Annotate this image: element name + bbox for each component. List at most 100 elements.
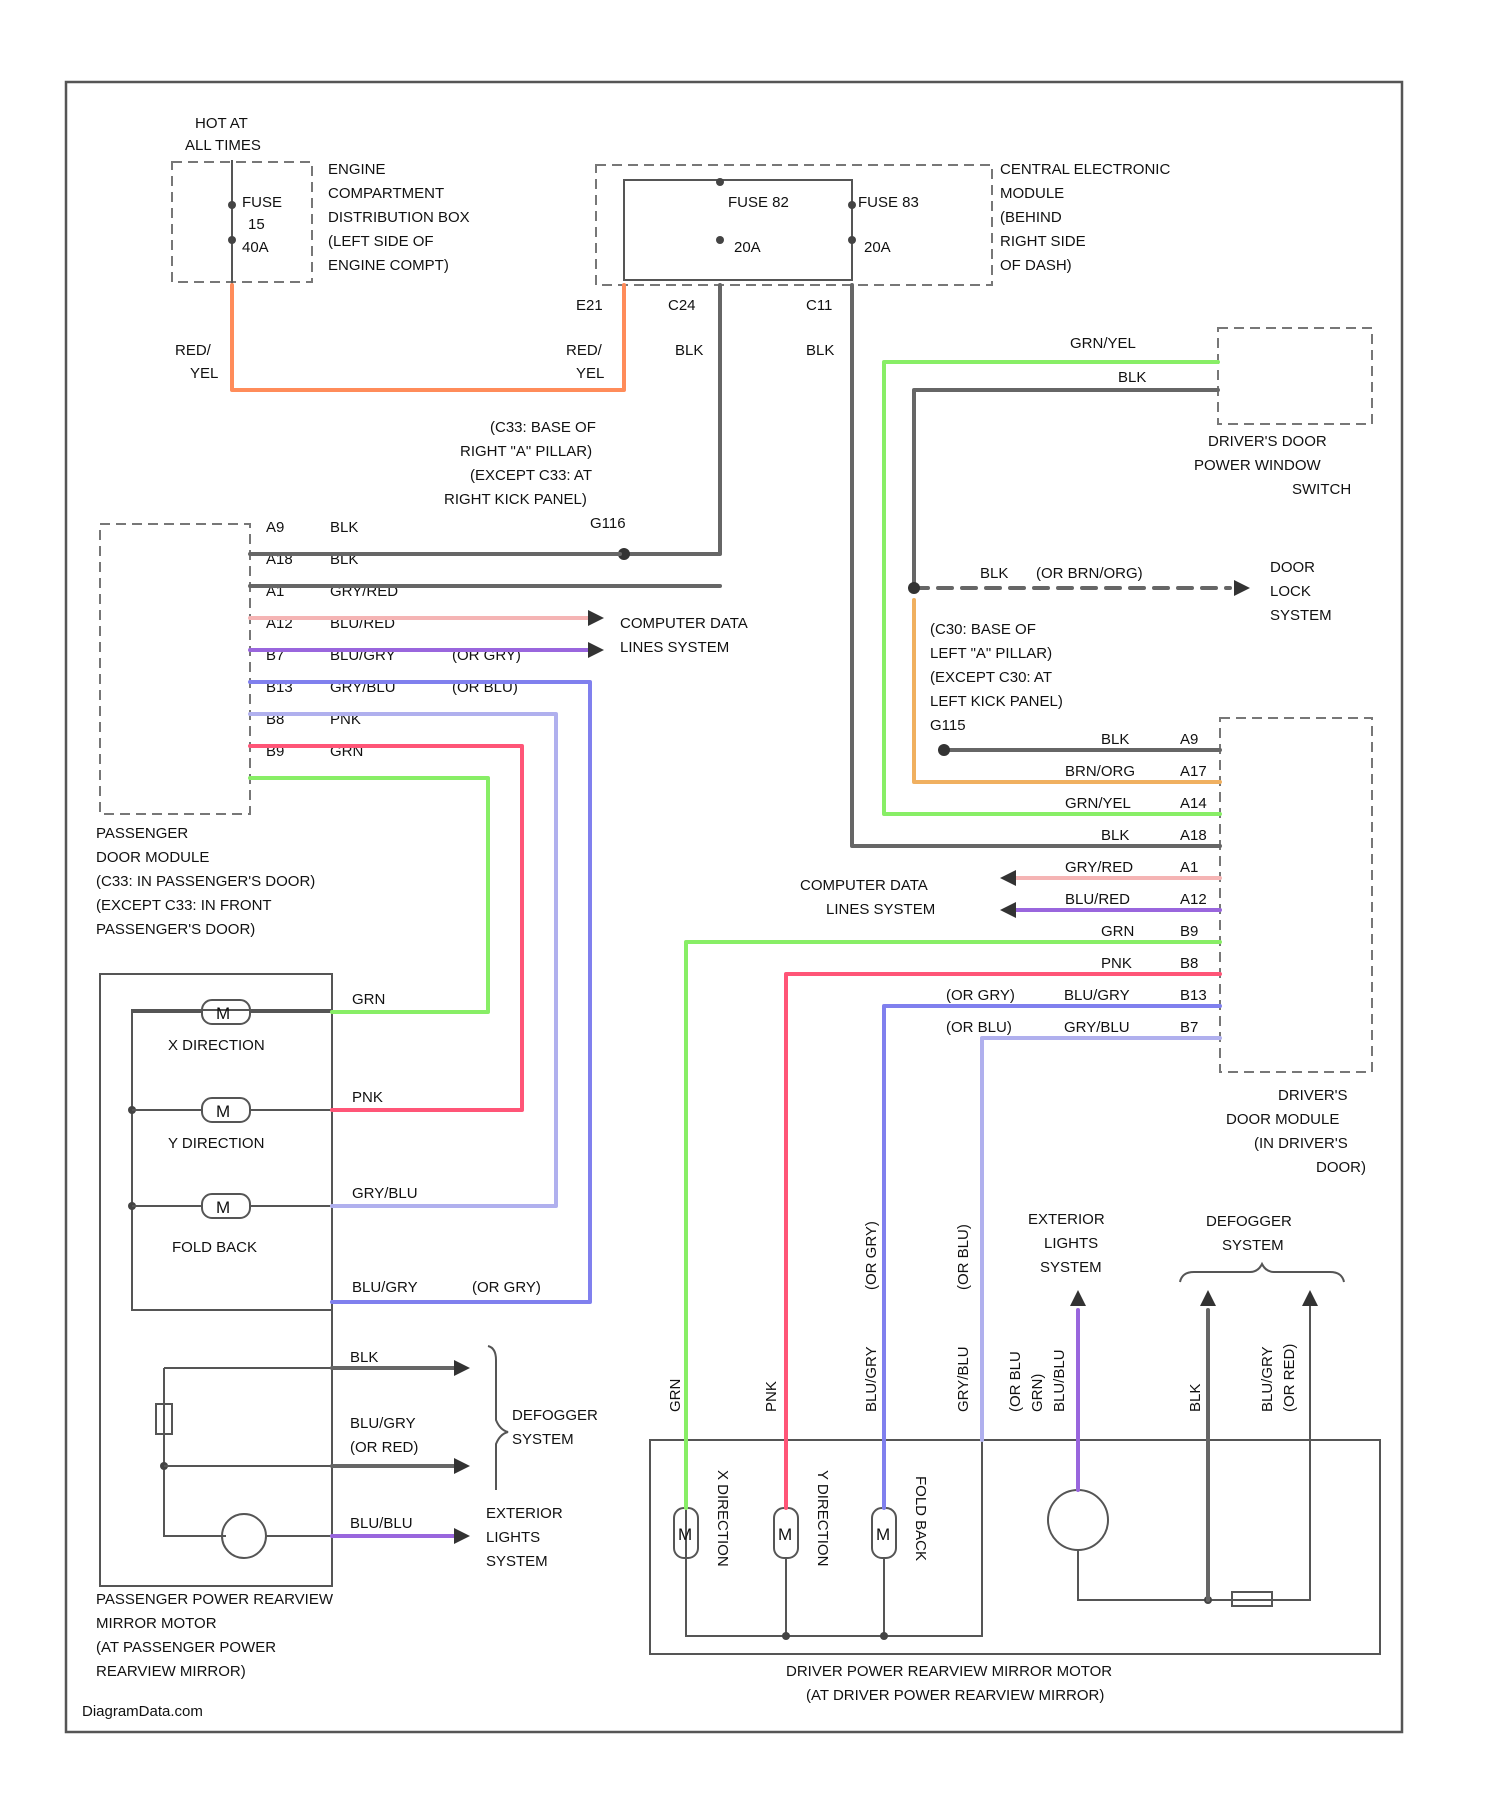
door-lock-line: LOCK: [1270, 583, 1311, 600]
or-blu-grn-label: BLU/BLU: [1051, 1349, 1068, 1412]
ddm-wire-label: GRY/RED: [1065, 859, 1133, 876]
fuse15-amp: 40A: [242, 239, 269, 256]
ddpws-line: DRIVER'S DOOR: [1208, 433, 1327, 450]
blu-gry-label: BLU/GRY: [350, 1415, 416, 1432]
cem-line: MODULE: [1000, 185, 1064, 202]
connector-e21: E21: [576, 297, 603, 314]
fold-back-label: FOLD BACK: [172, 1239, 257, 1256]
dpr-line: (AT DRIVER POWER REARVIEW MIRROR): [806, 1687, 1104, 1704]
blk-label: BLK: [1187, 1384, 1204, 1412]
gry-blu-label: GRY/BLU: [955, 1346, 972, 1412]
ddm-wire-label: BRN/ORG: [1065, 763, 1135, 780]
ppr-line: (AT PASSENGER POWER: [96, 1639, 276, 1656]
pnk-label: PNK: [763, 1381, 780, 1412]
ddm-wire-label: BLU/GRY: [1064, 987, 1130, 1004]
cem-line: (BEHIND: [1000, 209, 1062, 226]
or-blu-grn-label: GRN): [1029, 1374, 1046, 1412]
pnk-label: PNK: [352, 1089, 383, 1106]
pdm-line: PASSENGER: [96, 825, 188, 842]
pdm-line: (EXCEPT C33: IN FRONT: [96, 897, 272, 914]
ddm-pin: A14: [1180, 795, 1207, 812]
cdl-line: LINES SYSTEM: [620, 639, 729, 656]
x-dir-label-v: X DIRECTION: [714, 1470, 731, 1567]
grn-label: GRN: [352, 991, 385, 1008]
dpr-line: DRIVER POWER REARVIEW MIRROR MOTOR: [786, 1663, 1112, 1680]
or-brnorg-label: (OR BRN/ORG): [1036, 565, 1143, 582]
blk-label: BLK: [350, 1349, 378, 1366]
pdm-line: PASSENGER'S DOOR): [96, 921, 255, 938]
blu-gry-label: BLU/GRY: [352, 1279, 418, 1296]
c30-line: LEFT KICK PANEL): [930, 693, 1063, 710]
ddm-wire-alt: (OR BLU): [946, 1019, 1012, 1036]
cdl-arrow-pdm-1: [588, 610, 604, 626]
cdl-line: COMPUTER DATA: [800, 877, 928, 894]
c33-line: RIGHT KICK PANEL): [444, 491, 587, 508]
passenger-mirror-motors: M X DIRECTION M Y DIRECTION M FOLD BACK: [96, 974, 334, 1680]
blu-gry-label: BLU/GRY: [863, 1346, 880, 1412]
or-red-label: (OR RED): [350, 1439, 418, 1456]
motor-m: M: [876, 1525, 890, 1544]
motor-fold-back: M FOLD BACK: [128, 1194, 332, 1256]
wire-blk-c24: [620, 285, 720, 554]
fuse82-label: FUSE 82: [728, 194, 789, 211]
ddm-pin: A9: [1180, 731, 1198, 748]
fuse15-number: 15: [248, 216, 265, 233]
defog-arrow-3: [1200, 1290, 1216, 1306]
c30-line: G115: [930, 717, 966, 734]
cem-line: RIGHT SIDE: [1000, 233, 1086, 250]
ppr-line: PASSENGER POWER REARVIEW: [96, 1591, 334, 1608]
hot-at-label: HOT AT: [195, 115, 248, 132]
motor-x-direction-driver: M X DIRECTION: [674, 1470, 731, 1567]
defog-arrow-1: [454, 1360, 470, 1376]
wire-pdm-b7-blugry: [250, 682, 590, 1302]
drivers-door-module: DRIVER'S DOOR MODULE (IN DRIVER'S DOOR): [1220, 718, 1372, 1176]
pdm-wire-label: BLK: [330, 519, 358, 536]
ecdb-line: (LEFT SIDE OF: [328, 233, 434, 250]
central-electronic-module: FUSE 82 20A FUSE 83 20A CENTRAL ELECTRON…: [576, 161, 1170, 314]
wire-red-yel: [232, 285, 624, 390]
motor-m: M: [678, 1525, 692, 1544]
motor-y-direction: M Y DIRECTION: [128, 1098, 332, 1152]
ext-lights-line: SYSTEM: [486, 1553, 548, 1570]
x-dir-label: X DIRECTION: [168, 1037, 265, 1054]
ddm-pin: A18: [1180, 827, 1207, 844]
cem-line: OF DASH): [1000, 257, 1072, 274]
splice-door-lock: [908, 582, 920, 594]
pdm-line: DOOR MODULE: [96, 849, 209, 866]
ext-lights-line: LIGHTS: [486, 1529, 540, 1546]
engine-compartment-distribution-box: HOT AT ALL TIMES FUSE 15 40A ENGINE COMP…: [172, 115, 470, 285]
ddm-line: DOOR): [1316, 1159, 1366, 1176]
ext-lights-line: EXTERIOR: [486, 1505, 563, 1522]
cdl-line: LINES SYSTEM: [826, 901, 935, 918]
red-yel-label: RED/: [566, 342, 603, 359]
wire-ddm-b8-pnk: [786, 974, 1220, 1508]
motor-fold-back-driver: M FOLD BACK: [872, 1476, 929, 1561]
c30-line: LEFT "A" PILLAR): [930, 645, 1052, 662]
connector-c11: C11: [806, 297, 832, 314]
grn-yel-label: GRN/YEL: [1070, 335, 1136, 352]
ddm-wire-label: BLK: [1101, 827, 1129, 844]
blu-gry-label: BLU/GRY: [1259, 1346, 1276, 1412]
light-arrow-2: [1070, 1290, 1086, 1306]
blk-label: BLK: [675, 342, 703, 359]
drivers-door-power-window-switch: DRIVER'S DOOR POWER WINDOW SWITCH: [1194, 328, 1372, 498]
defogger-line: DEFOGGER: [512, 1407, 598, 1424]
wire-pdm-b13-gryblu: [250, 714, 556, 1206]
motor-m: M: [216, 1004, 230, 1023]
ddm-wire-label: GRN: [1101, 923, 1134, 940]
ddm-wire-label: BLK: [1101, 731, 1129, 748]
ecdb-line: COMPARTMENT: [328, 185, 444, 202]
or-blu-grn-label: (OR BLU: [1007, 1351, 1024, 1412]
or-red-label: (OR RED): [1281, 1344, 1298, 1412]
ddm-wire-alt: (OR GRY): [946, 987, 1015, 1004]
door-lock-line: DOOR: [1270, 559, 1315, 576]
ext-lights-line: EXTERIOR: [1028, 1211, 1105, 1228]
blk-label: BLK: [1118, 369, 1146, 386]
c33-line: G116: [590, 515, 626, 532]
motor-m: M: [216, 1198, 230, 1217]
blu-blu-label: BLU/BLU: [350, 1515, 413, 1532]
ddm-pin: A12: [1180, 891, 1207, 908]
ext-lights-line: SYSTEM: [1040, 1259, 1102, 1276]
ddm-line: (IN DRIVER'S: [1254, 1135, 1348, 1152]
